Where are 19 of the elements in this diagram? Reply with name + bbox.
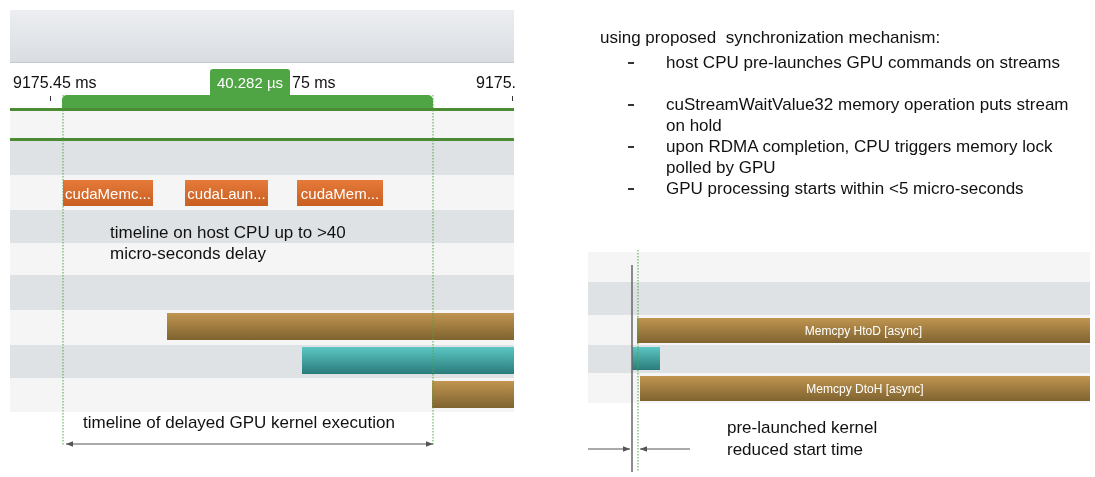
memcpy-bar	[432, 381, 514, 408]
annotation-text: timeline on host CPU up to >40 micro-seconds delay	[110, 222, 347, 264]
api-call-bar: cudaMem...	[297, 180, 383, 206]
kernel-bar	[302, 347, 514, 374]
time-tick-label: 9175.45 ms	[13, 74, 97, 92]
bullet-text: upon RDMA completion, CPU triggers memory lock polled by GPU	[666, 136, 1054, 178]
time-tick-label: 75 ms	[292, 74, 336, 92]
memcpy-bar: Memcpy HtoD [async]	[637, 318, 1090, 343]
memcpy-bar: Memcpy DtoH [async]	[640, 376, 1090, 401]
bullet-text: GPU processing starts within <5 micro-seconds	[666, 178, 1025, 199]
annotation-text: pre-launched kernel reduced start time	[727, 417, 879, 461]
annotation-text: timeline of delayed GPU kernel execution	[83, 413, 395, 433]
api-call-bar: cudaMemc...	[63, 180, 153, 206]
memcpy-bar	[167, 313, 514, 340]
heading-text: using proposed synchronization mechanism:	[600, 28, 941, 48]
duration-label: 40.282 µs	[210, 69, 290, 96]
api-call-bar: cudaLaun...	[185, 180, 268, 206]
bullet-text: host CPU pre-launches GPU commands on streams	[666, 52, 1061, 73]
time-tick-label: 9175.	[476, 74, 517, 92]
